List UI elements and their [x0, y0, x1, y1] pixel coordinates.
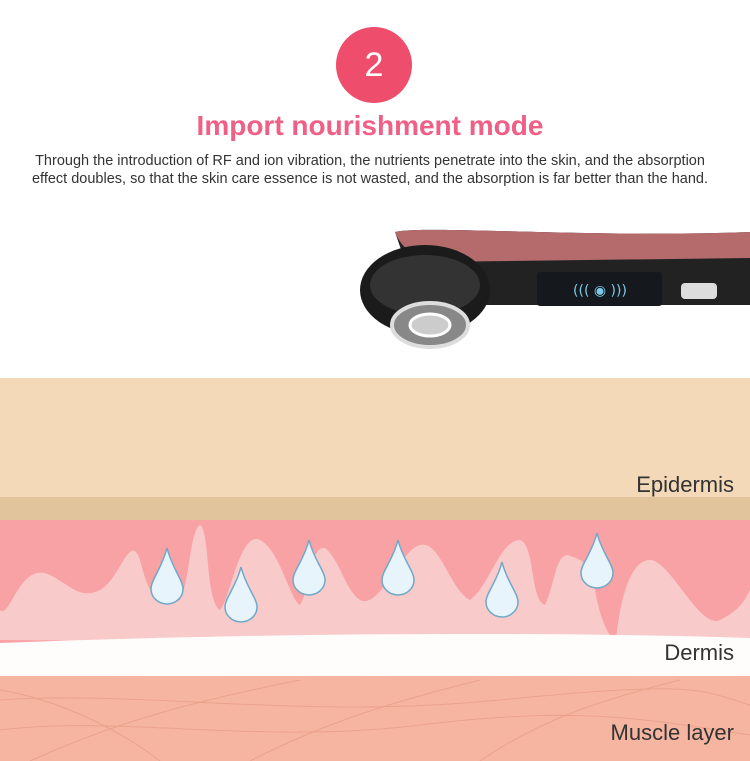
dermis-white-band: [0, 633, 750, 678]
drop-icon: [150, 547, 184, 605]
description: Through the introduction of RF and ion v…: [31, 153, 709, 187]
page-title: Import nourishment mode: [196, 110, 544, 141]
dermis-inner-wave: [0, 525, 750, 645]
device-button: [681, 283, 717, 299]
device-display: [537, 272, 662, 306]
muscle-layer-label: Muscle layer: [610, 720, 734, 745]
step-number-badge: 2: [336, 27, 412, 103]
epidermis-label: Epidermis: [636, 472, 734, 497]
drop-icon: [224, 566, 258, 623]
drop-icon: [580, 532, 614, 589]
drop-icon: [485, 561, 519, 618]
beauty-device: ((( ◉ ))): [360, 229, 750, 349]
drop-icon: [381, 539, 415, 596]
muscle-fibers: [0, 679, 750, 761]
muscle-layer: [0, 676, 750, 761]
epidermis-layer: [0, 378, 750, 500]
svg-text:((( ◉ ))): ((( ◉ ))): [573, 283, 627, 299]
dermis-label: Dermis: [664, 640, 734, 665]
epidermis-base-band: [0, 497, 750, 521]
drop-icon: [292, 539, 326, 596]
nutrient-drops: [150, 532, 614, 623]
